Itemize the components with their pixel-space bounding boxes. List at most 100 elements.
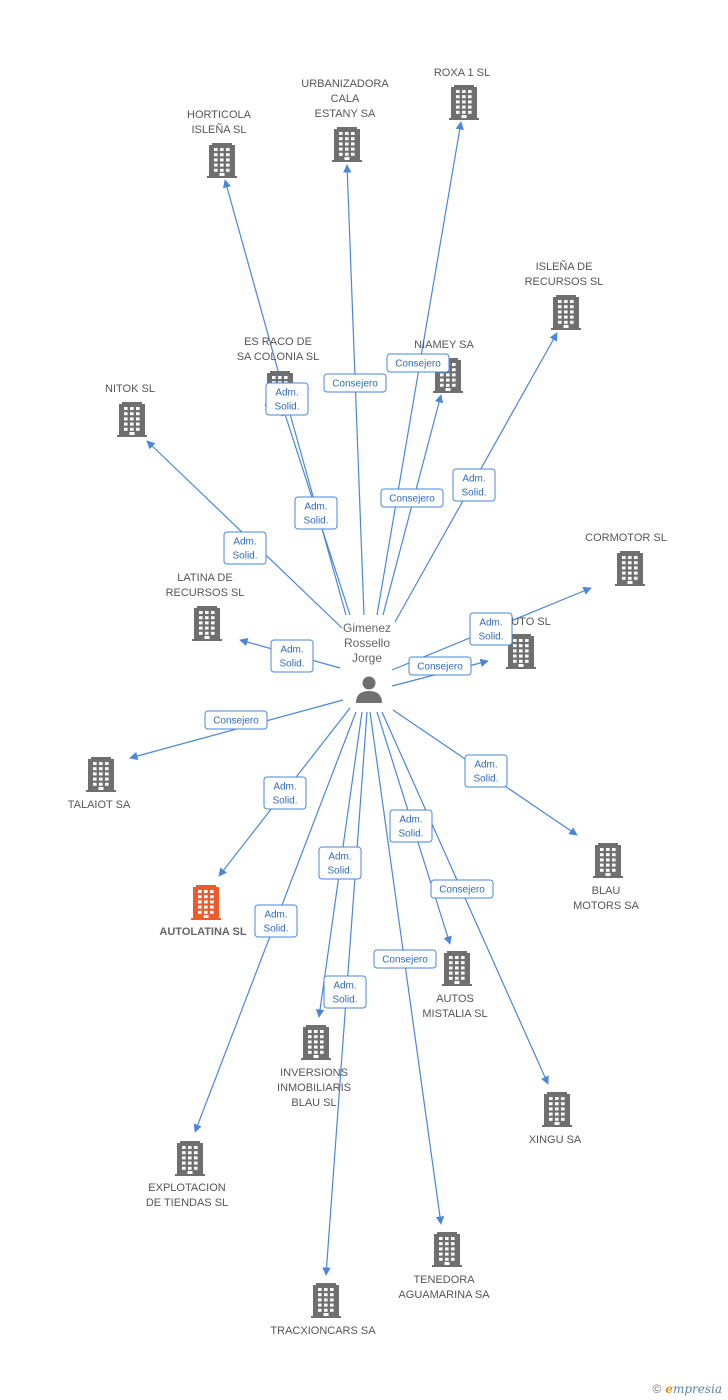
role-label: Adm. (462, 474, 485, 485)
company-name: SA COLONIA SL (237, 351, 320, 363)
company-node-auto-sl[interactable]: UTO SL (506, 616, 551, 669)
company-node-xingu[interactable]: XINGU SA (529, 1092, 582, 1146)
role-badge[interactable]: Consejero (430, 879, 494, 899)
footer-brand: © empresia (652, 1382, 722, 1396)
role-label: Adm. (328, 852, 351, 863)
company-name: BLAU SL (291, 1097, 336, 1109)
role-label: Consejero (389, 494, 435, 505)
building-icon (301, 1025, 331, 1060)
role-label: Solid. (303, 516, 328, 527)
role-badge-box (323, 373, 387, 393)
role-badge-box (223, 531, 267, 565)
company-node-talaiot[interactable]: TALAIOT SA (68, 757, 131, 811)
company-name: MOTORS SA (573, 900, 639, 912)
role-badge[interactable]: Consejero (380, 488, 444, 508)
role-badge[interactable]: Adm. Solid. (265, 382, 309, 416)
company-name: URBANIZADORA (301, 78, 389, 90)
role-label: Adm. (304, 502, 327, 513)
role-label: Adm. (399, 815, 422, 826)
role-badge[interactable]: Adm. Solid. (389, 809, 433, 843)
copyright-icon: © (652, 1382, 662, 1396)
company-name: AUTOS (436, 993, 474, 1005)
role-label: Solid. (461, 488, 486, 499)
building-icon (86, 757, 116, 792)
role-badge-box (389, 809, 433, 843)
role-badge[interactable]: Adm.Solid. (254, 904, 298, 938)
role-label: Solid. (332, 995, 357, 1006)
company-name: ROXA 1 SL (434, 67, 490, 79)
role-badge[interactable]: Adm. Solid. (323, 975, 367, 1009)
role-badge[interactable]: Adm.Solid. (270, 639, 314, 673)
role-badge-box (373, 949, 437, 969)
role-badge-box (318, 846, 362, 880)
role-badge-box (430, 879, 494, 899)
role-label: Adm. (333, 981, 356, 992)
company-name: ISLEÑA SL (191, 123, 246, 136)
company-node-nitok[interactable]: NITOK SL (105, 383, 155, 437)
company-node-autolatina[interactable]: AUTOLATINA SL (159, 885, 247, 938)
building-icon (432, 1232, 462, 1267)
role-label: Consejero (382, 955, 428, 966)
company-node-cormotor[interactable]: CORMOTOR SL (585, 532, 667, 586)
company-name: NIAMEY SA (414, 339, 474, 351)
role-label: Adm. (474, 760, 497, 771)
role-badge-box (464, 754, 508, 788)
building-icon (449, 85, 479, 120)
company-name: INMOBILIARIS (277, 1082, 351, 1094)
role-badge-box (469, 612, 513, 646)
role-badge[interactable]: Adm. Solid. (452, 468, 496, 502)
role-label: Adm. (275, 388, 298, 399)
role-badge-box (380, 488, 444, 508)
company-name: RECURSOS SL (525, 276, 604, 288)
role-badge[interactable]: Consejero (204, 710, 268, 730)
role-badge-box (294, 496, 338, 530)
role-badge[interactable]: Adm. Solid. (294, 496, 338, 530)
role-badge-box (263, 776, 307, 810)
company-node-roxa[interactable]: ROXA 1 SL (434, 67, 490, 120)
role-label: Consejero (439, 885, 485, 896)
role-badge[interactable]: Adm.Solid. (223, 531, 267, 565)
role-badge[interactable]: Adm.Solid. (263, 776, 307, 810)
company-name: ESTANY SA (315, 108, 376, 120)
company-name: ES RACO DE (244, 336, 312, 348)
company-name: UTO SL (511, 616, 551, 628)
company-name: TALAIOT SA (68, 799, 131, 811)
role-badge[interactable]: Adm.Solid. (469, 612, 513, 646)
role-badge[interactable]: Consejero (386, 353, 450, 373)
role-label: Consejero (395, 359, 441, 370)
role-badge-box (408, 656, 472, 676)
role-badge[interactable]: Consejero (373, 949, 437, 969)
role-label: Consejero (332, 379, 378, 390)
role-label: Solid. (398, 829, 423, 840)
role-badge[interactable]: Adm.Solid. (318, 846, 362, 880)
role-badge[interactable]: Consejero (408, 656, 472, 676)
building-icon (542, 1092, 572, 1127)
building-icon (117, 402, 147, 437)
role-badge[interactable]: Consejero (323, 373, 387, 393)
building-icon (615, 551, 645, 586)
person-icon (356, 676, 382, 703)
role-label: Solid. (473, 774, 498, 785)
company-name: BLAU (592, 885, 621, 897)
company-name: CORMOTOR SL (585, 532, 667, 544)
company-name: DE TIENDAS SL (146, 1197, 228, 1209)
company-node-islena-recursos[interactable]: ISLEÑA DE RECURSOS SL (525, 260, 604, 330)
company-node-tracxioncars[interactable]: TRACXIONCARS SA (270, 1283, 376, 1337)
role-badge-box (386, 353, 450, 373)
company-node-blau-motors[interactable]: BLAU MOTORS SA (573, 843, 640, 912)
role-badge[interactable]: Adm. Solid. (464, 754, 508, 788)
role-badge-box (265, 382, 309, 416)
role-label: Adm. (233, 537, 256, 548)
role-label: Solid. (274, 402, 299, 413)
person-name: Rossello (344, 636, 390, 650)
company-name: ISLEÑA DE (536, 260, 593, 273)
